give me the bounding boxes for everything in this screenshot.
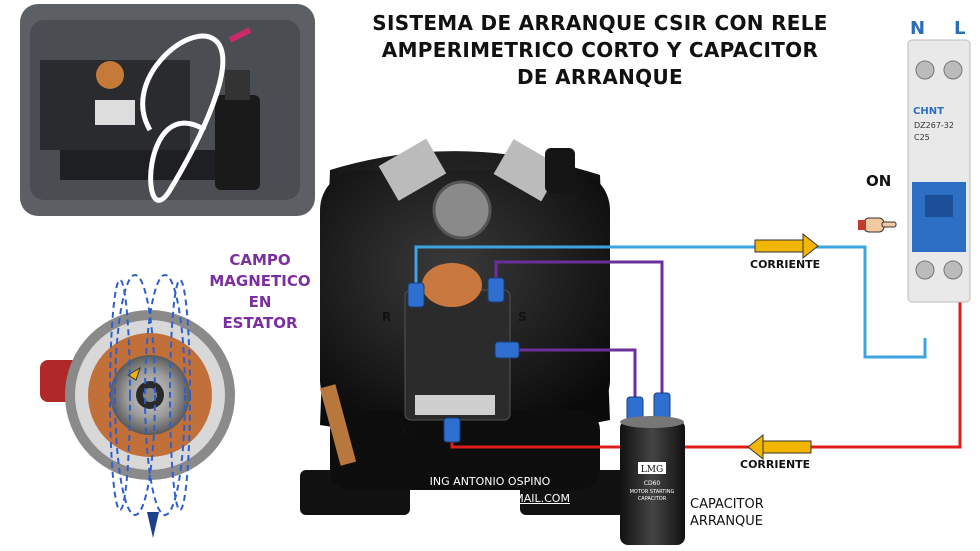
capacitor-type2: CAPACITOR — [638, 496, 667, 502]
campo-line-3: EN — [248, 293, 272, 311]
title-line-2: AMPERIMETRICO CORTO Y CAPACITOR — [381, 38, 819, 62]
wiring — [414, 245, 962, 449]
terminal-connectors — [407, 277, 671, 443]
breaker — [907, 39, 971, 303]
capacitor-label-2: ARRANQUE — [690, 514, 764, 529]
breaker-brand: CHNT — [913, 106, 944, 117]
terminal-s-label: S — [518, 310, 527, 324]
title-line-3: DE ARRANQUE — [517, 65, 683, 89]
photo-relay-capacitor — [20, 4, 315, 216]
author-email: FOXMANCOL@HOTMAIL.COM — [410, 492, 570, 505]
capacitor-brand: LMG — [641, 465, 663, 475]
page-title: SISTEMA DE ARRANQUE CSIR CON RELE AMPERI… — [350, 10, 850, 91]
compressor — [300, 138, 630, 515]
pointing-hand-icon — [858, 217, 897, 233]
current-arrow-top — [754, 232, 819, 260]
field-arrow-icon — [147, 512, 159, 538]
terminal-c-label: C — [402, 424, 411, 438]
magnetic-field-lines — [109, 274, 191, 516]
breaker-rating: C25 — [914, 133, 930, 142]
breaker-model: DZ267-32 — [914, 121, 954, 130]
capacitor-label: CAPACITOR ARRANQUE — [690, 496, 764, 530]
current-arrow-bottom — [747, 433, 812, 461]
author-name: ING ANTONIO OSPINO — [429, 475, 551, 488]
campo-magnetico-label: CAMPO MAGNETICO EN ESTATOR — [200, 250, 320, 334]
capacitor-label-1: CAPACITOR — [690, 497, 764, 512]
start-capacitor — [620, 416, 685, 545]
title-line-1: SISTEMA DE ARRANQUE CSIR CON RELE — [372, 11, 828, 35]
capacitor-model: CD60 — [644, 480, 661, 487]
corriente-top-label: CORRIENTE — [750, 258, 821, 271]
campo-line-1: CAMPO — [229, 251, 291, 269]
terminal-r-label: R — [382, 310, 392, 324]
stator-image — [40, 310, 235, 480]
campo-line-4: ESTATOR — [222, 314, 298, 332]
neutral-label: N — [910, 18, 926, 39]
campo-line-2: MAGNETICO — [209, 272, 311, 290]
breaker-state-label: ON — [866, 172, 892, 190]
author-block: ING ANTONIO OSPINO FOXMANCOL@HOTMAIL.COM — [400, 474, 580, 507]
corriente-bottom-label: CORRIENTE — [740, 458, 811, 471]
capacitor-type1: MOTOR STARTING — [630, 489, 675, 495]
line-label: L — [954, 18, 966, 39]
